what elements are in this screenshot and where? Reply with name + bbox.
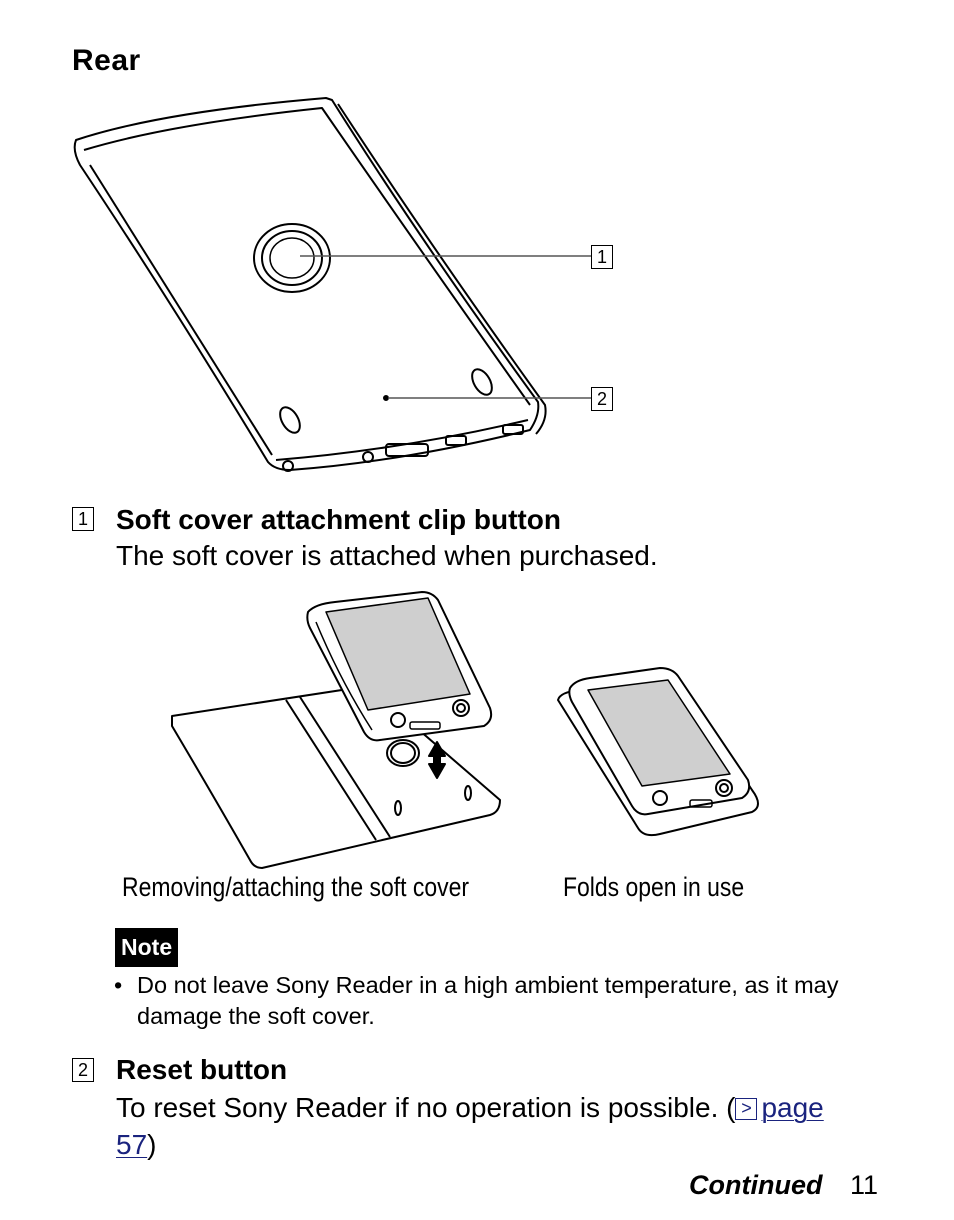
- page-number: 11: [850, 1170, 879, 1200]
- page-link[interactable]: page: [761, 1092, 824, 1123]
- page-link-number[interactable]: 57: [116, 1129, 148, 1160]
- note-item: • Do not leave Sony Reader in a high amb…: [114, 970, 884, 1032]
- callout-number: 2: [591, 387, 613, 411]
- page-reference-icon: >: [735, 1098, 758, 1120]
- caption-removing-attaching: Removing/attaching the soft cover: [122, 872, 469, 902]
- callout-1: 1: [591, 245, 613, 269]
- item-2-body: To reset Sony Reader if no operation is …: [116, 1089, 896, 1163]
- item-1-number: 1: [72, 507, 94, 531]
- callout-2: 2: [591, 387, 613, 411]
- item-1-body: The soft cover is attached when purchase…: [116, 540, 658, 571]
- item-2-body-prefix: To reset Sony Reader if no operation is …: [116, 1092, 736, 1123]
- soft-cover-illustration: [171, 591, 759, 869]
- note-badge: Note: [115, 928, 179, 967]
- item-2-heading: Reset button: [116, 1054, 288, 1085]
- continued-label: Continued: [689, 1170, 823, 1200]
- rear-device-illustration: [73, 97, 591, 472]
- item-1-heading: Soft cover attachment clip button: [116, 504, 561, 535]
- section-title: Rear: [72, 44, 141, 77]
- item-2-number: 2: [72, 1058, 94, 1082]
- item-2-body-suffix: ): [147, 1129, 157, 1160]
- note-text: Do not leave Sony Reader in a high ambie…: [137, 972, 839, 1029]
- note-bullet: •: [114, 972, 123, 998]
- callout-number: 1: [591, 245, 613, 269]
- caption-folds-open: Folds open in use: [563, 872, 745, 902]
